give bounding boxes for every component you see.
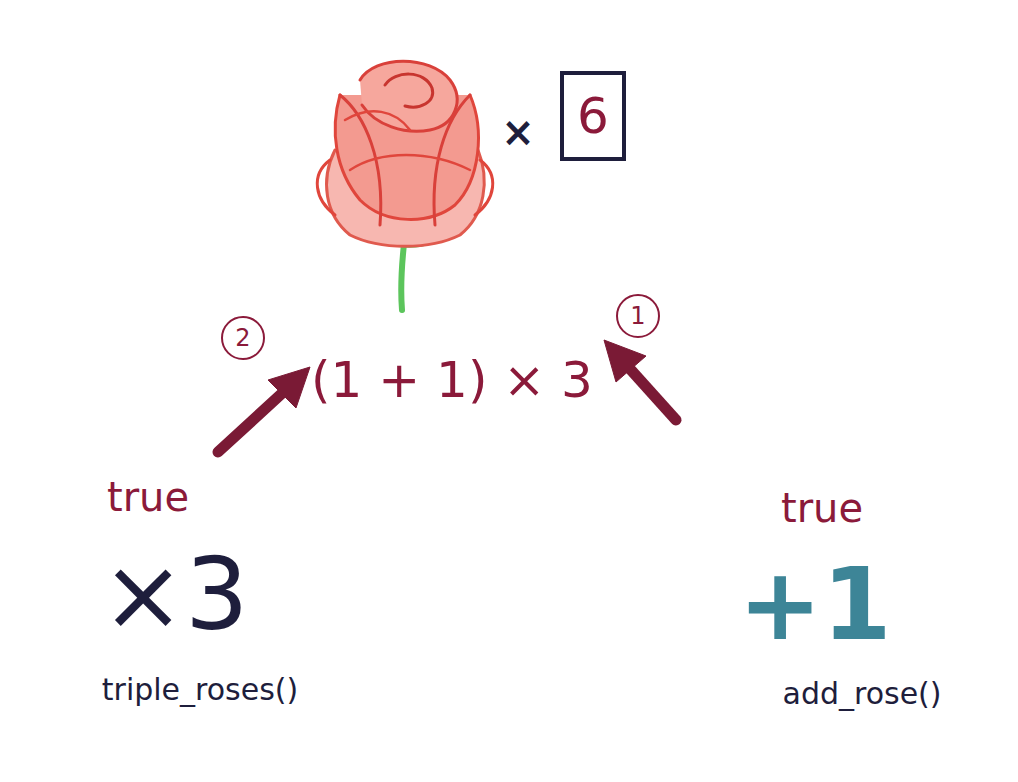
right-arrowhead: [604, 340, 646, 382]
rose-drawing: [317, 61, 492, 310]
condition: true: [781, 488, 863, 528]
times-sign: ×: [501, 112, 535, 152]
node-text: 2: [235, 326, 250, 350]
operation: ×3: [101, 545, 248, 645]
operation: +1: [738, 555, 891, 655]
number-box: 6: [560, 71, 626, 161]
arrows: [218, 340, 676, 452]
callout-circle: 1: [616, 294, 660, 338]
condition: true: [107, 477, 189, 517]
node-text: 1: [630, 304, 645, 328]
function-name: add_rose(): [783, 679, 942, 709]
left-arrowhead: [268, 367, 310, 408]
function-name: triple_roses(): [102, 675, 298, 705]
node-text: 6: [577, 91, 609, 141]
formula: (1 + 1) × 3: [311, 355, 593, 405]
left-arrow: [218, 386, 290, 452]
callout-circle: 2: [221, 316, 265, 360]
